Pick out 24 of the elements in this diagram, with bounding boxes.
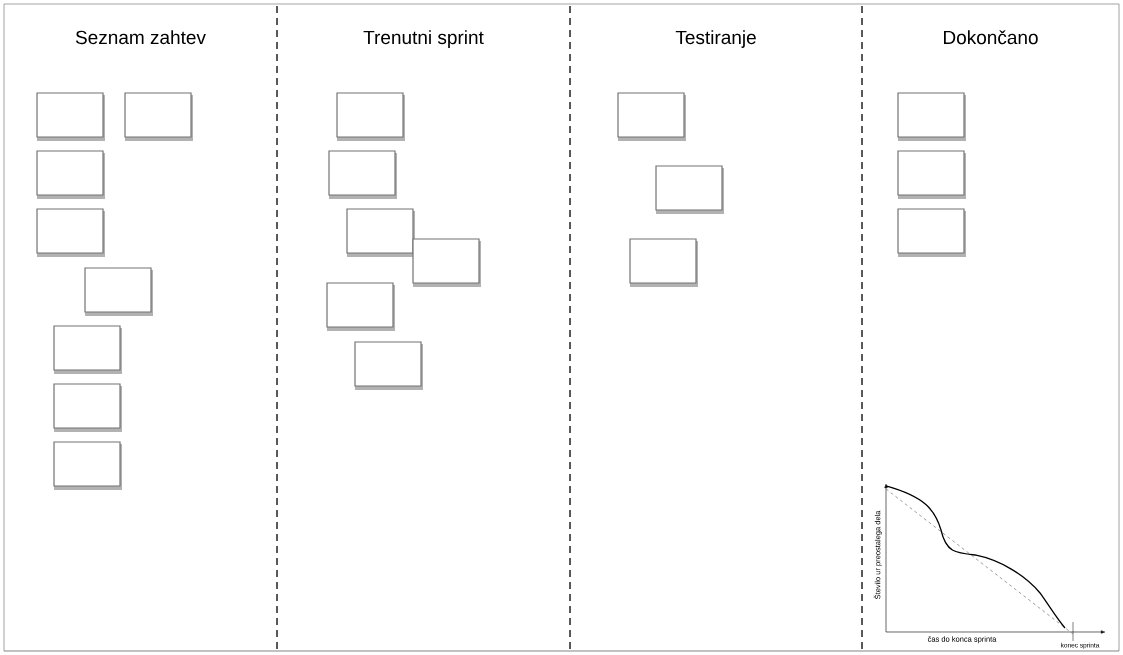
sticky-note (617, 92, 686, 141)
sticky-note (36, 208, 105, 257)
sticky-note (53, 383, 122, 432)
sticky-note (36, 150, 105, 199)
sticky-note (346, 208, 415, 257)
sticky-note (897, 92, 966, 141)
sticky-note (629, 238, 698, 287)
sticky-note (328, 150, 397, 199)
sticky-note (124, 92, 193, 141)
sticky-note (36, 92, 105, 141)
column-heading: Seznam zahtev (75, 30, 206, 45)
sticky-note (53, 325, 122, 374)
sticky-note (53, 441, 122, 490)
sticky-note (336, 92, 405, 141)
sticky-note (326, 282, 395, 331)
sticky-note (354, 341, 423, 390)
sticky-note (84, 267, 153, 316)
column-heading: Dokončano (944, 30, 1038, 45)
sticky-note (897, 150, 966, 199)
column-heading: Testiranje (675, 30, 756, 48)
sticky-note (412, 238, 481, 287)
column-heading: Trenutni sprint (363, 30, 484, 48)
sticky-note (655, 165, 724, 214)
sticky-note (897, 208, 966, 257)
